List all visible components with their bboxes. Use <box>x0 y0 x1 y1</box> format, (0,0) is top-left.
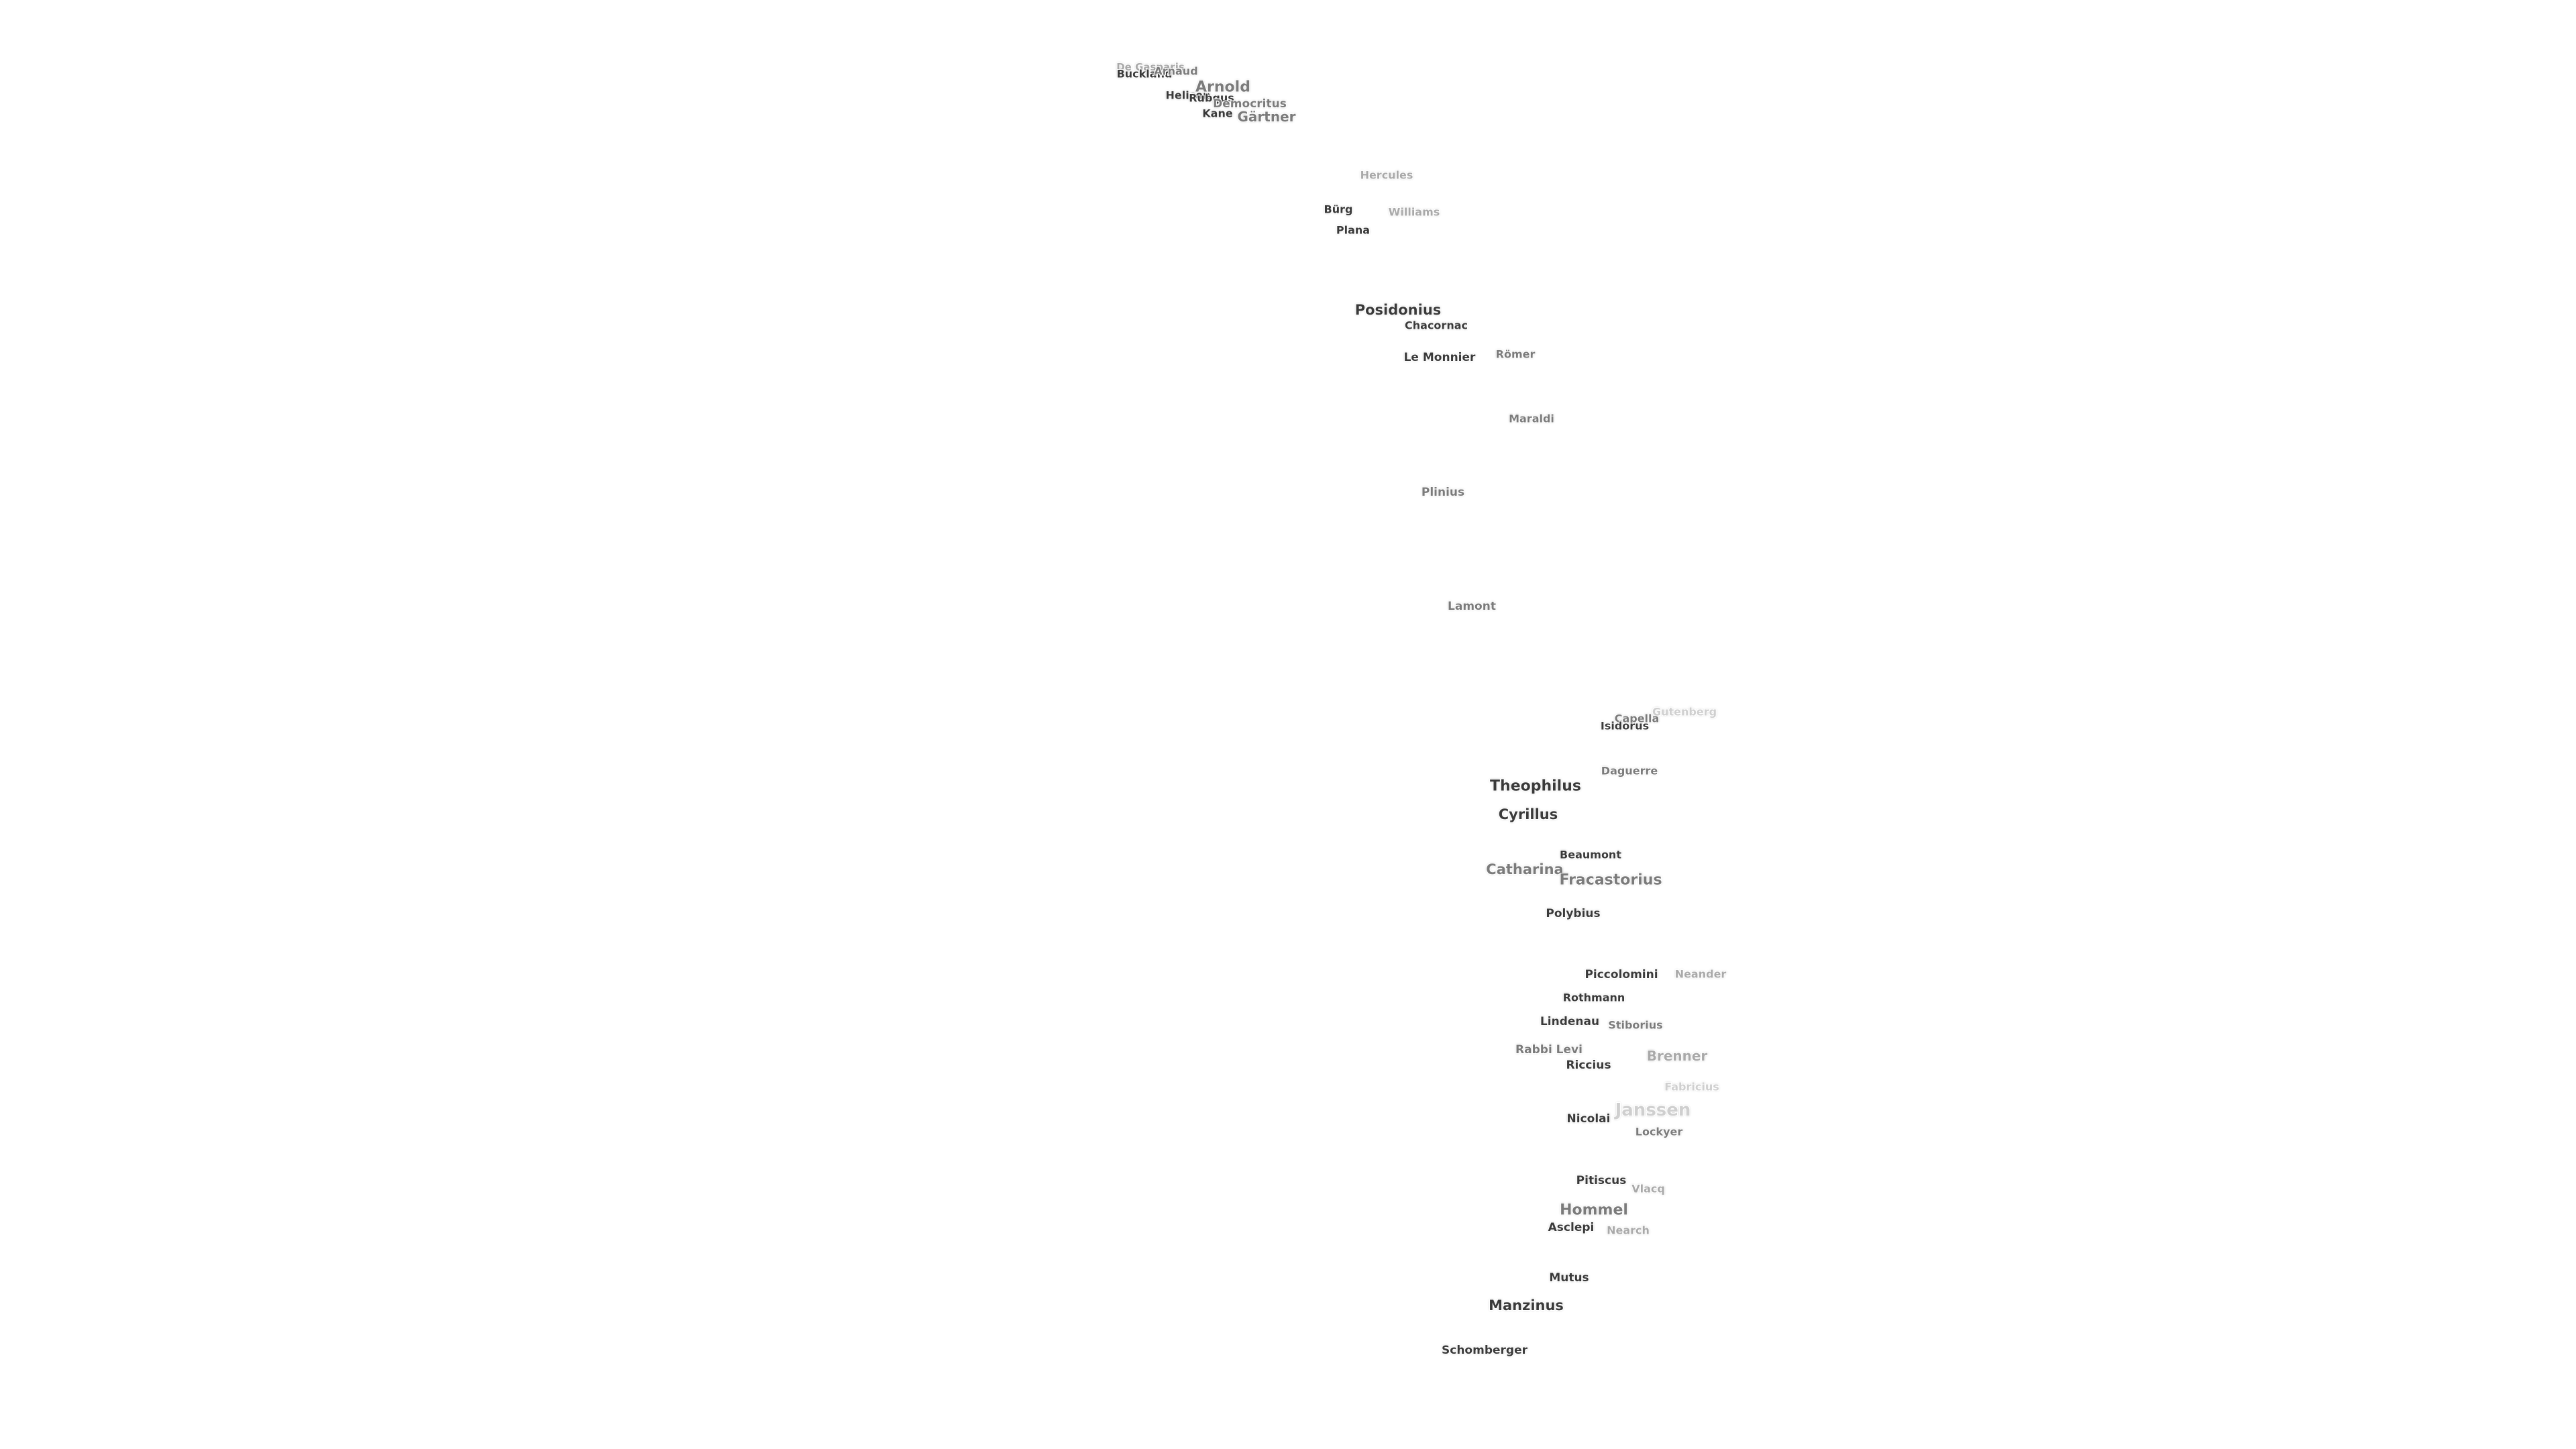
crater-label-pitiscus[interactable]: Pitiscus <box>1576 1174 1627 1187</box>
crater-label-helicon[interactable]: Helicon <box>1165 89 1211 102</box>
crater-label-kane[interactable]: Kane <box>1202 107 1233 120</box>
crater-label-polybius[interactable]: Polybius <box>1546 907 1601 920</box>
crater-label-nearch[interactable]: Nearch <box>1607 1224 1650 1237</box>
crater-label-gutenberg[interactable]: Gutenberg <box>1652 705 1717 718</box>
crater-label-lockyer[interactable]: Lockyer <box>1635 1125 1683 1138</box>
crater-label-nicolai[interactable]: Nicolai <box>1566 1112 1611 1126</box>
crater-label-chacornac[interactable]: Chacornac <box>1405 319 1468 332</box>
crater-label-williams[interactable]: Williams <box>1388 205 1440 219</box>
crater-label-buckland[interactable]: Buckland <box>1116 67 1173 80</box>
crater-label-capella[interactable]: Capella <box>1614 712 1660 725</box>
crater-label-vlacq[interactable]: Vlacq <box>1631 1182 1665 1195</box>
crater-label-mutus[interactable]: Mutus <box>1549 1271 1589 1285</box>
crater-label-maraldi[interactable]: Maraldi <box>1509 412 1554 425</box>
crater-label-plinius[interactable]: Plinius <box>1421 486 1465 499</box>
crater-label-rothmann[interactable]: Rothmann <box>1562 991 1625 1004</box>
crater-label-fabricius[interactable]: Fabricius <box>1664 1080 1719 1093</box>
crater-label-lindenau[interactable]: Lindenau <box>1540 1015 1600 1028</box>
crater-label-arnaud[interactable]: Arnaud <box>1154 64 1198 78</box>
crater-label-piccolomini[interactable]: Piccolomini <box>1585 968 1658 981</box>
crater-label-plana[interactable]: Plana <box>1336 223 1371 237</box>
crater-label-hercules[interactable]: Hercules <box>1360 168 1413 182</box>
crater-label-burg[interactable]: Bürg <box>1324 203 1353 216</box>
crater-label-de-gasparis[interactable]: De Gasparis <box>1116 61 1185 73</box>
crater-label-isidorus[interactable]: Isidorus <box>1600 719 1650 733</box>
crater-label-rabbi-levi[interactable]: Rabbi Levi <box>1515 1043 1582 1057</box>
crater-label-lamont[interactable]: Lamont <box>1448 600 1496 613</box>
crater-label-daguerre[interactable]: Daguerre <box>1601 764 1658 777</box>
crater-label-gartner[interactable]: Gärtner <box>1237 109 1296 125</box>
crater-label-neander[interactable]: Neander <box>1674 967 1727 981</box>
crater-label-posidonius[interactable]: Posidonius <box>1354 302 1442 318</box>
crater-label-manzinus[interactable]: Manzinus <box>1489 1297 1564 1313</box>
crater-label-janssen[interactable]: Janssen <box>1615 1100 1691 1120</box>
crater-label-romer[interactable]: Römer <box>1495 347 1536 361</box>
crater-label-beaumont[interactable]: Beaumont <box>1560 848 1621 861</box>
crater-label-hommel[interactable]: Hommel <box>1560 1201 1628 1219</box>
crater-label-fracastorius[interactable]: Fracastorius <box>1559 871 1662 889</box>
crater-label-stiborius[interactable]: Stiborius <box>1608 1018 1663 1032</box>
crater-label-schomberger[interactable]: Schomberger <box>1442 1344 1527 1357</box>
crater-label-le-monnier[interactable]: Le Monnier <box>1403 351 1476 364</box>
crater-label-cyrillus[interactable]: Cyrillus <box>1498 806 1558 822</box>
crater-label-brenner[interactable]: Brenner <box>1646 1048 1708 1064</box>
crater-label-riccius[interactable]: Riccius <box>1566 1059 1611 1072</box>
crater-label-arnold[interactable]: Arnold <box>1195 78 1250 96</box>
crater-label-theophilus[interactable]: Theophilus <box>1490 777 1581 795</box>
crater-label-democritus[interactable]: Democritus <box>1213 97 1287 111</box>
crater-label-catharina[interactable]: Catharina <box>1486 861 1564 877</box>
crater-label-rubgus[interactable]: Rubgus <box>1189 91 1234 105</box>
crater-label-asclepi[interactable]: Asclepi <box>1548 1221 1595 1234</box>
